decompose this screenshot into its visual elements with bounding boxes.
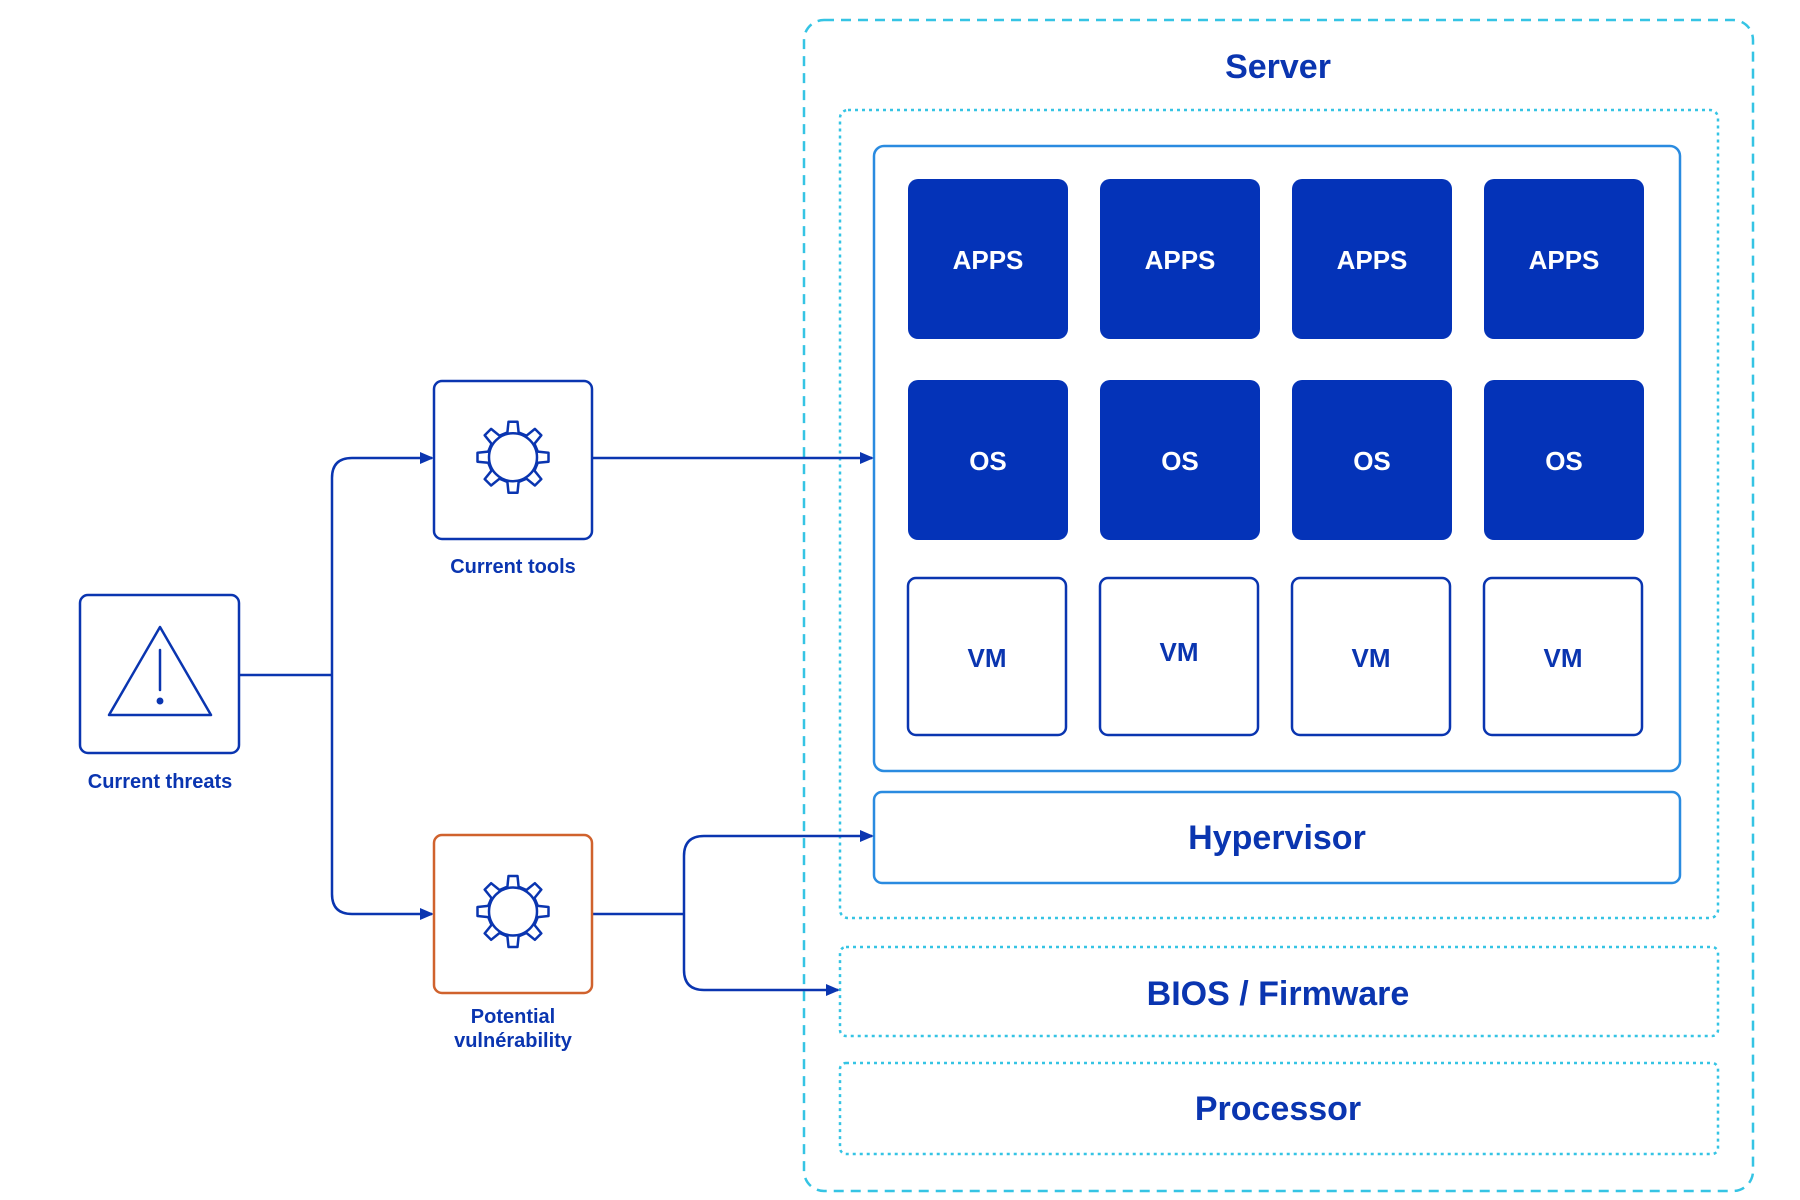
vm-label-1: VM [968, 643, 1007, 673]
app-label-4: APPS [1529, 245, 1600, 275]
os-label-4: OS [1545, 446, 1583, 476]
virtualization-zone [838, 108, 1720, 920]
connector-to-vulnerability [330, 675, 434, 920]
vulnerability-label-line2: vulnérability [454, 1030, 573, 1052]
vm-label-3: VM [1352, 643, 1391, 673]
vm-label-4: VM [1544, 643, 1583, 673]
app-block-2 [1100, 179, 1260, 339]
connector-to-bios [682, 914, 840, 996]
vulnerability-label-line1: Potential [471, 1006, 555, 1028]
processor-label: Processor [1195, 1090, 1361, 1128]
vm-block-3 [1290, 576, 1452, 737]
app-label-2: APPS [1145, 245, 1216, 275]
vm-block-4 [1482, 576, 1644, 737]
app-block-3 [1292, 179, 1452, 339]
server-boundary [802, 18, 1755, 1193]
app-block-1 [908, 179, 1068, 339]
bios-firmware-box [838, 945, 1720, 1038]
app-label-3: APPS [1337, 245, 1408, 275]
vm-block-1 [906, 576, 1068, 737]
tools-box [432, 379, 594, 541]
threats-label: Current threats [88, 771, 232, 793]
warning-triangle-icon [107, 625, 213, 717]
os-block-4 [1484, 380, 1644, 540]
bios-firmware-label: BIOS / Firmware [1147, 975, 1410, 1013]
os-label-1: OS [969, 446, 1007, 476]
vm-container [872, 144, 1682, 773]
connector-to-tools [330, 452, 434, 675]
vm-label-2: VM [1160, 637, 1199, 667]
hypervisor-box [872, 790, 1682, 885]
hypervisor-label: Hypervisor [1188, 819, 1366, 857]
app-label-1: APPS [953, 245, 1024, 275]
os-label-3: OS [1353, 446, 1391, 476]
processor-box [838, 1061, 1720, 1156]
os-block-3 [1292, 380, 1452, 540]
os-label-2: OS [1161, 446, 1199, 476]
connector-to-hypervisor [682, 830, 874, 914]
tools-label: Current tools [450, 556, 576, 578]
vulnerability-box [432, 833, 594, 995]
app-block-4 [1484, 179, 1644, 339]
os-block-2 [1100, 380, 1260, 540]
gear-icon [476, 874, 550, 949]
gear-icon [476, 420, 550, 494]
os-block-1 [908, 380, 1068, 540]
server-title: Server [1225, 48, 1331, 86]
vm-block-2 [1098, 576, 1260, 737]
